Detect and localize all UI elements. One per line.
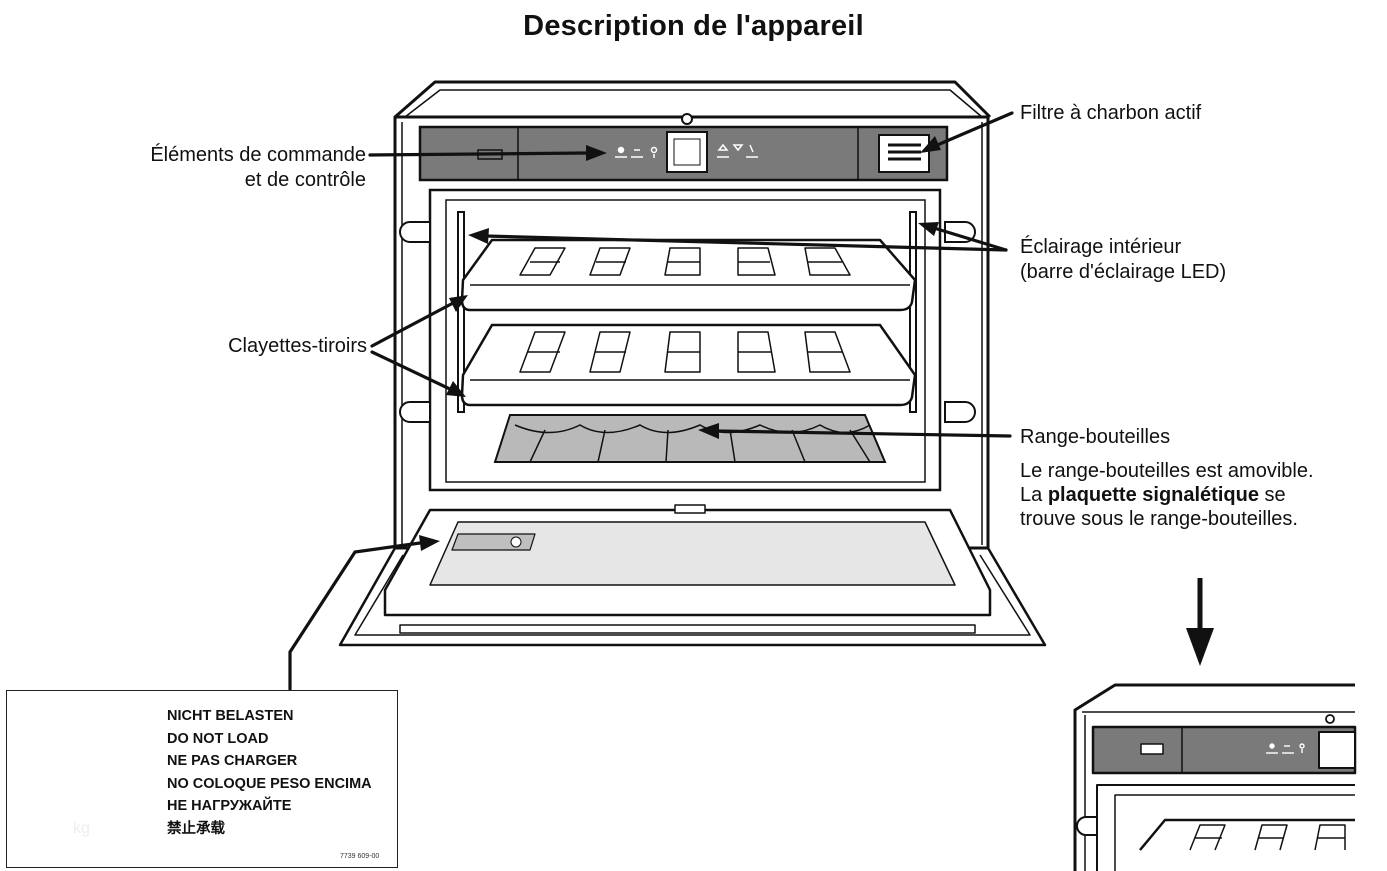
label-lighting-line2: (barre d'éclairage LED) [1020, 261, 1227, 283]
appliance-door [338, 504, 1047, 647]
bottle-rack [493, 414, 887, 463]
label-bottle-rack: Range-bouteilles [1020, 426, 1171, 448]
warning-line: 禁止承载 [167, 820, 225, 837]
warning-line: DO NOT LOAD [167, 730, 269, 747]
interior [399, 188, 976, 492]
callout-arrows [288, 111, 1014, 691]
warning-line: НЕ НАГРУЖАЙТЕ [167, 798, 292, 814]
warning-line: NICHT BELASTEN [167, 708, 294, 724]
label-lighting-line1: Éclairage intérieur [1020, 236, 1182, 258]
warning-lines: NICHT BELASTEN DO NOT LOAD NE PAS CHARGE… [167, 705, 372, 840]
weight-unit: kg [73, 820, 90, 837]
label-controls-line2: et de contrôle [244, 169, 366, 191]
warning-code: 7739 609-00 [340, 853, 380, 860]
warning-label [6, 690, 398, 868]
label-controls-line1: Éléments de commande [150, 144, 366, 166]
drawer-shelf-middle [460, 323, 917, 407]
note-line2-bold: plaquette signalétique [1047, 484, 1259, 506]
label-carbon-filter: Filtre à charbon actif [1020, 102, 1202, 124]
label-lighting: Éclairage intérieur (barre d'éclairage L… [1020, 235, 1226, 285]
note-line2-suffix: se [1258, 484, 1286, 506]
note-line1: Le range-bouteilles est amovible. [1020, 460, 1314, 482]
inset-appliance [1073, 683, 1357, 871]
bottle-rack-note: Le range-bouteilles est amovible. La pla… [1020, 459, 1314, 531]
note-line2-prefix: La [1020, 484, 1048, 506]
warning-line: NE PAS CHARGER [167, 753, 298, 769]
label-controls: Éléments de commande et de contrôle [150, 143, 366, 193]
down-arrow-icon [1186, 578, 1214, 666]
page-title: Description de l'appareil [523, 10, 864, 42]
warning-line: NO COLOQUE PESO ENCIMA [167, 775, 372, 792]
note-line3: trouve sous le range-bouteilles. [1020, 508, 1298, 530]
drawer-shelf-top [460, 238, 917, 312]
note-line2: La plaquette signalétique se [1020, 483, 1314, 507]
label-drawer-shelves: Clayettes-tiroirs [228, 335, 367, 357]
